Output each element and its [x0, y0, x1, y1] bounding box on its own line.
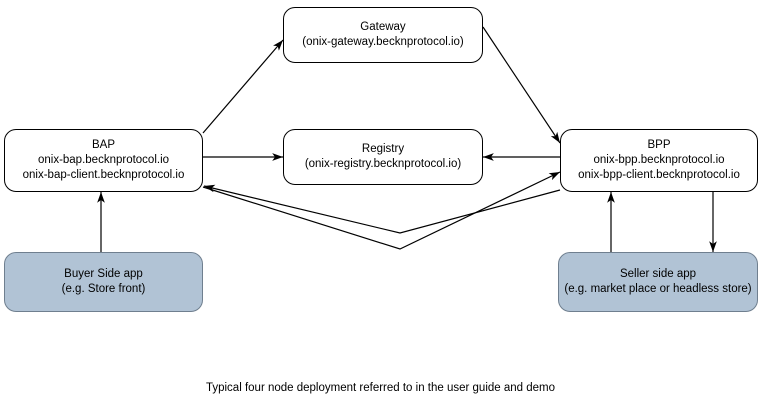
edge-bap-to-gateway: [202, 39, 284, 134]
registry-node-label-0: Registry: [361, 143, 405, 155]
edge-bpp-to-bap: [203, 184, 561, 234]
edge-gateway-to-bpp: [482, 26, 561, 144]
registry-node[interactable]: Registry (onix-registry.becknprotocol.io…: [283, 129, 483, 185]
buyer-side-app-label-0: Buyer Side app: [64, 268, 143, 280]
bpp-node-label-2: onix-bpp-client.becknprotocol.io: [578, 169, 740, 181]
gateway-node[interactable]: Gateway (onix-gateway.becknprotocol.io): [283, 7, 483, 63]
gateway-node-label-1: (onix-gateway.becknprotocol.io): [302, 36, 464, 48]
bap-node-label-1: onix-bap.becknprotocol.io: [37, 154, 170, 166]
bpp-node-label-0: BPP: [647, 139, 671, 151]
bap-node[interactable]: BAP onix-bap.becknprotocol.io onix-bap-c…: [4, 129, 203, 192]
diagram-caption: Typical four node deployment referred to…: [205, 382, 556, 394]
bap-node-label-2: onix-bap-client.becknprotocol.io: [22, 169, 185, 181]
bpp-node-label-1: onix-bpp.becknprotocol.io: [593, 154, 725, 166]
registry-node-label-1: (onix-registry.becknprotocol.io): [304, 158, 462, 170]
seller-side-app-label-0: Seller side app: [619, 268, 697, 280]
gateway-node-label-0: Gateway: [360, 21, 406, 33]
bap-node-label-0: BAP: [91, 139, 115, 151]
buyer-side-app-node[interactable]: Buyer Side app (e.g. Store front): [4, 252, 203, 312]
seller-side-app-label-1: (e.g. market place or headless store): [564, 283, 752, 295]
buyer-side-app-label-1: (e.g. Store front): [61, 283, 146, 295]
bpp-node[interactable]: BPP onix-bpp.becknprotocol.io onix-bpp-c…: [560, 129, 758, 192]
seller-side-app-node[interactable]: Seller side app (e.g. market place or he…: [558, 252, 758, 312]
